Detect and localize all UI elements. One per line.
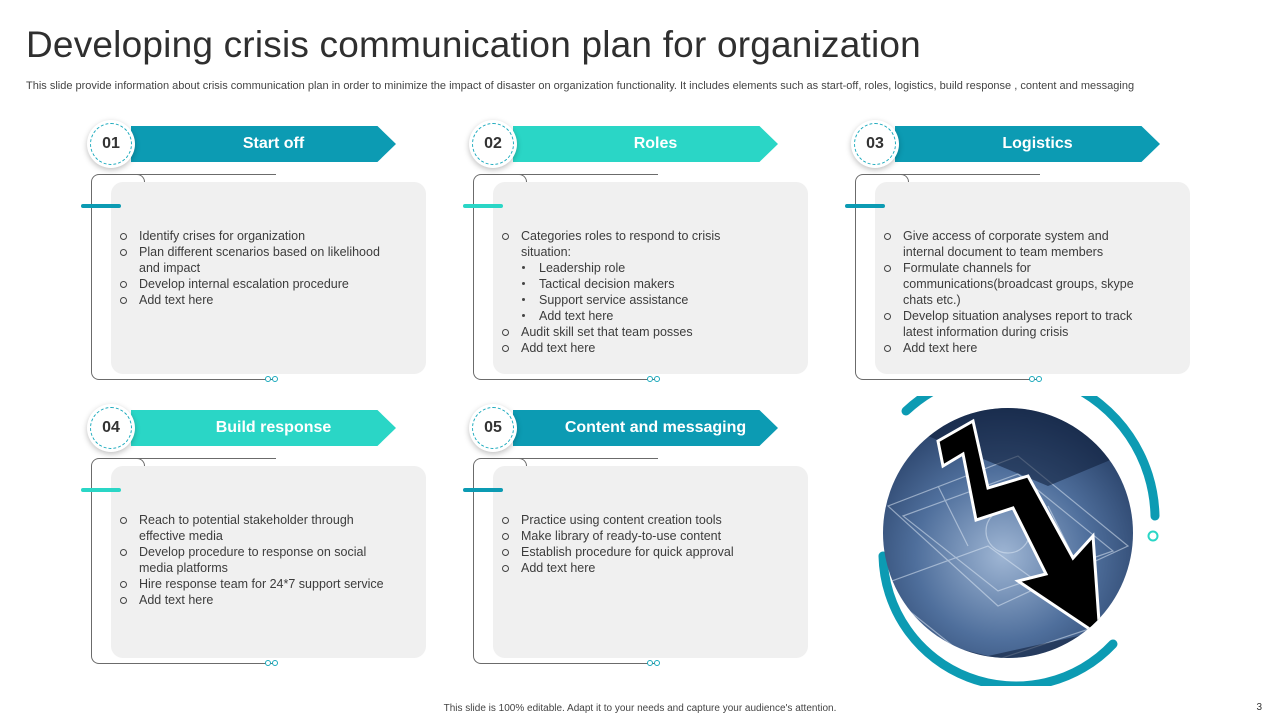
footer-note: This slide is 100% editable. Adapt it to… [443, 703, 837, 714]
card-heading-banner: Build response [131, 410, 396, 446]
list-subitem: Tactical decision makers [499, 276, 771, 292]
crisis-money-image [868, 366, 1168, 691]
card-panel [493, 466, 808, 658]
accent-bar [463, 488, 503, 492]
slide-title: Developing crisis communication plan for… [26, 24, 921, 65]
list-subitem: Support service assistance [499, 292, 771, 308]
list-item: Develop internal escalation procedure [117, 276, 389, 292]
frame-dots [647, 376, 661, 382]
card-heading: Logistics [1002, 135, 1073, 152]
card-logistics: Logistics 03 Give access of corporate sy… [845, 120, 1190, 385]
list-item: Categories roles to respond to crisis si… [499, 228, 771, 260]
frame-dots [1029, 376, 1043, 382]
accent-bar [81, 488, 121, 492]
list-item: Audit skill set that team posses [499, 324, 771, 340]
card-panel [875, 182, 1190, 374]
card-panel [493, 182, 808, 374]
card-content: Give access of corporate system and inte… [881, 228, 1153, 356]
card-number: 02 [484, 135, 502, 152]
card-number: 03 [866, 135, 884, 152]
list-item: Add text here [499, 340, 771, 356]
list-item: Add text here [499, 560, 771, 576]
card-heading: Build response [215, 419, 332, 436]
list-item: Identify crises for organization [117, 228, 389, 244]
card-heading-banner: Start off [131, 126, 396, 162]
card-heading: Content and messaging [564, 419, 747, 436]
list-item: Add text here [117, 592, 389, 608]
card-content: Identify crises for organization Plan di… [117, 228, 389, 308]
accent-bar [463, 204, 503, 208]
card-heading-banner: Logistics [895, 126, 1160, 162]
frame-dots [265, 660, 279, 666]
list-item: Add text here [881, 340, 1153, 356]
list-subitem: Add text here [499, 308, 771, 324]
card-start-off: Start off 01 Identify crises for organiz… [81, 120, 426, 385]
card-content-messaging: Content and messaging 05 Practice using … [463, 404, 808, 669]
card-content: Reach to potential stakeholder through e… [117, 512, 389, 608]
list-item: Establish procedure for quick approval [499, 544, 771, 560]
falling-arrow-money-icon [878, 366, 1160, 691]
list-item: Plan different scenarios based on likeli… [117, 244, 389, 276]
card-heading: Roles [633, 135, 678, 152]
number-badge: 03 [851, 120, 899, 168]
list-item: Develop procedure to response on social … [117, 544, 389, 576]
card-heading-banner: Content and messaging [513, 410, 778, 446]
number-badge: 04 [87, 404, 135, 452]
card-number: 04 [102, 419, 120, 436]
card-panel [111, 182, 426, 374]
card-panel [111, 466, 426, 658]
slide-subtitle: This slide provide information about cri… [26, 80, 1135, 92]
card-heading-banner: Roles [513, 126, 778, 162]
list-item: Reach to potential stakeholder through e… [117, 512, 389, 544]
list-item: Practice using content creation tools [499, 512, 771, 528]
number-badge: 01 [87, 120, 135, 168]
card-frame [91, 458, 276, 664]
card-content: Practice using content creation tools Ma… [499, 512, 771, 576]
number-badge: 05 [469, 404, 517, 452]
accent-bar [845, 204, 885, 208]
frame-dots [265, 376, 279, 382]
number-badge: 02 [469, 120, 517, 168]
list-item: Make library of ready-to-use content [499, 528, 771, 544]
list-item: Add text here [117, 292, 389, 308]
list-item: Hire response team for 24*7 support serv… [117, 576, 389, 592]
list-item: Give access of corporate system and inte… [881, 228, 1153, 260]
card-frame [855, 174, 1040, 380]
list-item: Formulate channels for communications(br… [881, 260, 1153, 308]
accent-bar [81, 204, 121, 208]
card-number: 05 [484, 419, 502, 436]
card-frame [91, 174, 276, 380]
card-heading: Start off [242, 135, 305, 152]
card-number: 01 [102, 135, 120, 152]
card-build-response: Build response 04 Reach to potential sta… [81, 404, 426, 669]
list-item: Develop situation analyses report to tra… [881, 308, 1153, 340]
card-roles: Roles 02 Categories roles to respond to … [463, 120, 808, 385]
page-number: 3 [1256, 702, 1262, 713]
frame-dots [647, 660, 661, 666]
card-frame [473, 174, 658, 380]
list-subitem: Leadership role [499, 260, 771, 276]
card-frame [473, 458, 658, 664]
card-content: Categories roles to respond to crisis si… [499, 228, 771, 356]
